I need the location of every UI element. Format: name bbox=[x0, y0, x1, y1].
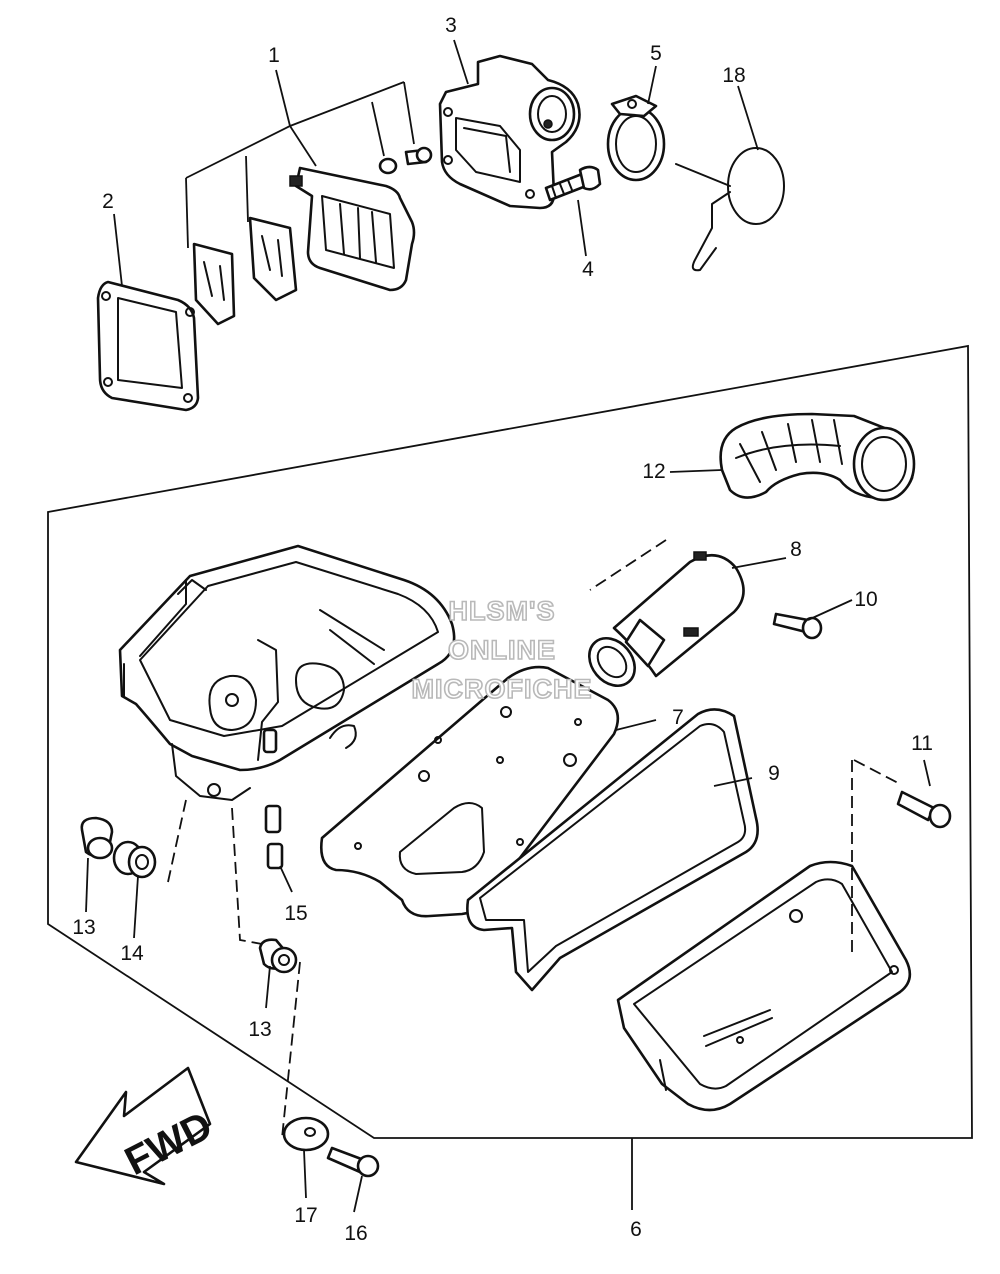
washer bbox=[282, 1116, 330, 1152]
reed-valve-washer bbox=[378, 157, 398, 175]
forward-direction-arrow: FWD bbox=[74, 1066, 219, 1186]
watermark-line-2: ONLINE bbox=[448, 635, 556, 665]
airbox-cover-screw bbox=[896, 790, 952, 829]
callout-5: 5 bbox=[650, 42, 662, 65]
intake-manifold bbox=[438, 54, 581, 210]
callout-labels: 1 2 3 4 5 6 7 8 9 10 11 12 13 13 14 15 1… bbox=[72, 14, 933, 1245]
callout-17: 17 bbox=[294, 1204, 317, 1227]
callout-8: 8 bbox=[790, 538, 802, 561]
callout-13-lower: 13 bbox=[248, 1018, 271, 1041]
callout-6: 6 bbox=[630, 1218, 642, 1241]
watermark: HLSM'S ONLINE MICROFICHE bbox=[411, 595, 593, 705]
airbox-gasket-plate bbox=[320, 665, 620, 918]
mounting-bolt bbox=[326, 1146, 380, 1178]
silencer-screw bbox=[772, 612, 823, 640]
hose-clamp bbox=[606, 94, 666, 182]
manifold-bolt bbox=[544, 165, 602, 202]
reed-valve-block bbox=[289, 166, 416, 292]
callout-16: 16 bbox=[344, 1222, 367, 1245]
reed-valve-screw bbox=[404, 146, 433, 166]
callout-15: 15 bbox=[284, 902, 307, 925]
watermark-line-3: MICROFICHE bbox=[412, 674, 593, 704]
airbox-group-outline bbox=[47, 344, 973, 1210]
drain-tubes bbox=[262, 728, 284, 870]
leader-lines-airbox bbox=[85, 469, 931, 1213]
airbox-seal-ring bbox=[466, 708, 759, 992]
drain-cap-upper bbox=[80, 816, 114, 860]
callout-11: 11 bbox=[911, 732, 933, 755]
callout-13-upper: 13 bbox=[72, 916, 95, 939]
intake-elbow-boot bbox=[719, 412, 916, 502]
collar-lower bbox=[258, 938, 298, 974]
callout-3: 3 bbox=[445, 14, 457, 37]
callout-10: 10 bbox=[854, 588, 877, 611]
wire-spring-clip bbox=[675, 147, 785, 272]
callout-12: 12 bbox=[642, 460, 665, 483]
intake-silencer-tube bbox=[588, 551, 745, 688]
callout-1: 1 bbox=[268, 44, 280, 67]
watermark-line-1: HLSM'S bbox=[449, 596, 556, 626]
airbox-case bbox=[118, 544, 456, 801]
airbox-cover bbox=[616, 860, 912, 1112]
leader-lines-top bbox=[113, 39, 759, 287]
callout-18: 18 bbox=[722, 64, 745, 87]
callout-9: 9 bbox=[768, 762, 780, 785]
callout-4: 4 bbox=[582, 258, 594, 281]
callout-7: 7 bbox=[672, 706, 684, 729]
grommet bbox=[112, 840, 157, 879]
reed-petal-left bbox=[192, 242, 236, 326]
reed-petal-right bbox=[248, 216, 298, 302]
gasket-part bbox=[96, 280, 200, 412]
callout-14: 14 bbox=[120, 942, 144, 965]
assembly-dashed-lines bbox=[167, 539, 901, 1139]
callout-2: 2 bbox=[102, 190, 114, 213]
